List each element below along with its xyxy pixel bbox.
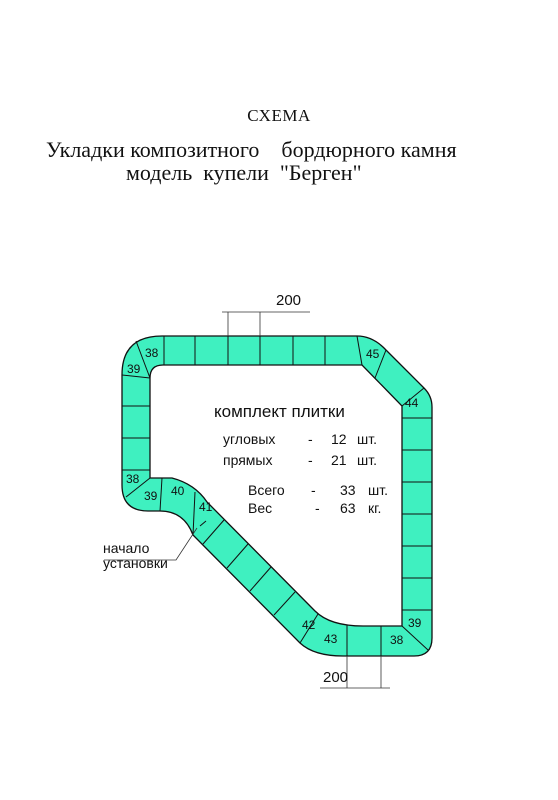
kit-row-dash: -	[308, 452, 313, 468]
dimension-leaders	[104, 311, 390, 689]
kit-row-value: 63	[340, 500, 356, 516]
tile-number: 44	[405, 396, 419, 410]
kit-row-unit: кг.	[368, 500, 381, 516]
schema-subtitle: Укладки композитного бордюрного камня	[46, 137, 457, 162]
tile-number: 39	[127, 362, 141, 376]
kit-row-value: 12	[331, 431, 347, 447]
kit-row-value: 21	[331, 452, 347, 468]
tile-number: 45	[366, 347, 380, 361]
kit-row-unit: шт.	[357, 452, 377, 468]
kit-row-unit: шт.	[368, 482, 388, 498]
kit-row-label: угловых	[223, 431, 275, 447]
schema-model: модель купели "Берген"	[126, 160, 362, 185]
tile-number: 38	[390, 633, 404, 647]
tile-joints	[121, 335, 432, 656]
kit-heading: комплект плитки	[214, 402, 345, 421]
tile-number: 42	[302, 618, 316, 632]
start-label: начало	[103, 540, 150, 556]
tile-number: 43	[324, 632, 338, 646]
kit-row-label: прямых	[223, 452, 272, 468]
tile-number: 41	[199, 500, 213, 514]
kit-row-dash: -	[315, 500, 320, 516]
kit-row-label: Вес	[248, 500, 272, 516]
dimension-bottom-label: 200	[323, 669, 348, 686]
kit-row-unit: шт.	[357, 431, 377, 447]
schema-title: СХЕМА	[247, 106, 311, 125]
kit-row-dash: -	[308, 431, 313, 447]
tile-number: 39	[144, 489, 158, 503]
kit-row-dash: -	[311, 482, 316, 498]
tile-number: 38	[145, 346, 159, 360]
kit-row-label: Всего	[248, 482, 285, 498]
start-label: установки	[103, 555, 168, 571]
dimension-top-label: 200	[276, 292, 301, 309]
tile-number: 40	[171, 484, 185, 498]
kit-row-value: 33	[340, 482, 356, 498]
tile-number: 39	[408, 616, 422, 630]
tile-number: 38	[126, 472, 140, 486]
